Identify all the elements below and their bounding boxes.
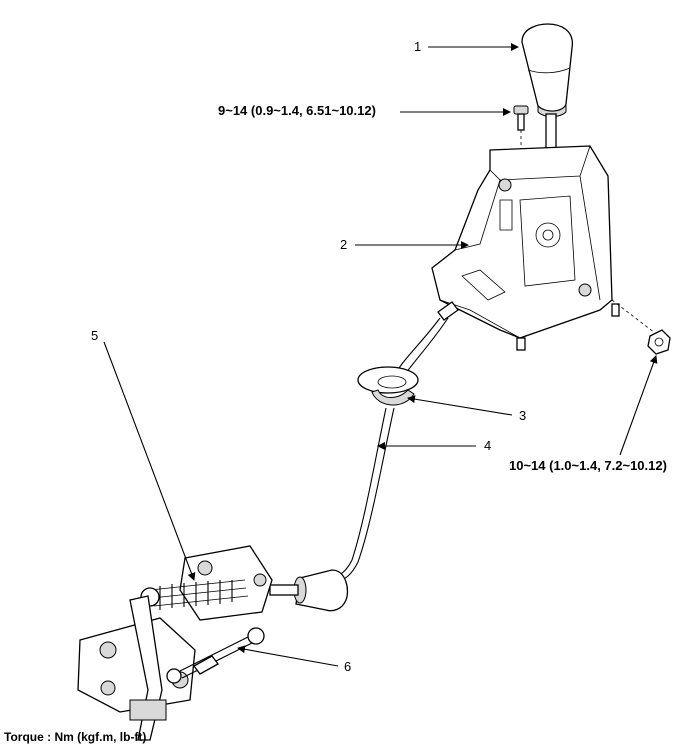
torque-nut-label: 10~14 (1.0~1.4, 7.2~10.12): [509, 458, 667, 473]
torque-bolt-label: 9~14 (0.9~1.4, 6.51~10.12): [218, 103, 376, 118]
callout-3: 3: [519, 408, 527, 423]
callout-5: 5: [91, 328, 99, 343]
transaxle-lever-assembly: [77, 545, 273, 741]
callout-6-arrow: [237, 645, 339, 667]
torque-nut-arrow: [619, 355, 658, 456]
torque-unit-note: Torque : Nm (kgf.m, lb-ft): [4, 730, 147, 744]
shift-knob: [521, 23, 573, 165]
callout-2: 2: [340, 237, 348, 252]
shift-lever-housing: [431, 145, 656, 351]
callout-1: 1: [414, 39, 422, 54]
mounting-nut: [647, 329, 671, 355]
callout-5-arrow: [103, 341, 196, 581]
shift-cable: [269, 301, 459, 612]
callout-6: 6: [344, 659, 352, 674]
callout-4: 4: [484, 438, 492, 453]
callout-3-arrow: [407, 395, 513, 416]
